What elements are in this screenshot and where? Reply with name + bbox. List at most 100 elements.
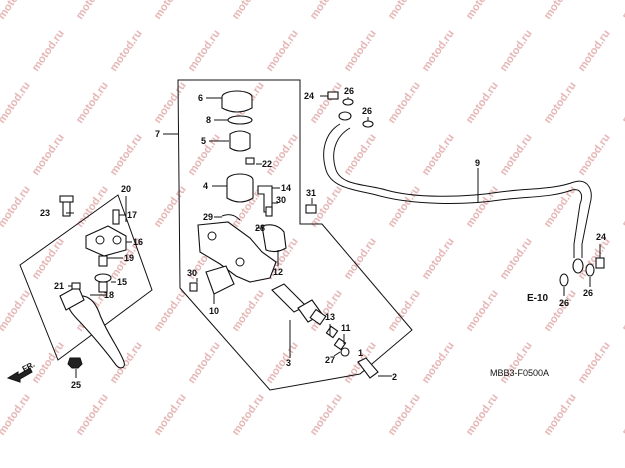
clutch-switch xyxy=(205,265,235,295)
callout-6: 6 xyxy=(198,93,203,103)
callout-26-c: 26 xyxy=(559,298,569,308)
callout-27: 27 xyxy=(325,355,335,365)
watermark-text: motod.ru xyxy=(0,392,33,438)
watermark-text: motod.ru xyxy=(108,132,145,178)
callout-22: 22 xyxy=(262,159,272,169)
watermark-text: motod.ru xyxy=(152,288,189,334)
bolt-23-head xyxy=(59,195,74,203)
watermark-text: motod.ru xyxy=(620,0,625,22)
watermark-text: motod.ru xyxy=(542,0,579,22)
hose-banjo-upper xyxy=(338,111,352,121)
watermark-text: motod.ru xyxy=(152,0,189,22)
callout-18: 18 xyxy=(104,290,114,300)
watermark-text: motod.ru xyxy=(152,184,189,230)
watermark-text: motod.ru xyxy=(386,184,423,230)
sealing-washer-26 xyxy=(559,273,569,287)
watermark-text: motod.ru xyxy=(30,340,67,386)
watermark-text: motod.ru xyxy=(342,236,379,282)
watermark-text: motod.ru xyxy=(576,132,613,178)
reservoir-holder xyxy=(257,185,273,213)
callout-20: 20 xyxy=(121,184,131,194)
callout-3: 3 xyxy=(286,358,291,368)
callout-5: 5 xyxy=(201,136,206,146)
lever-assembly-outline xyxy=(19,194,153,361)
reservoir-hose xyxy=(221,214,241,221)
screw-17 xyxy=(112,209,120,225)
reservoir-plate xyxy=(227,115,253,125)
watermark-text: motod.ru xyxy=(542,80,579,126)
lever-bracket xyxy=(85,225,127,257)
watermark-text: motod.ru xyxy=(386,392,423,438)
watermark-text: motod.ru xyxy=(74,392,111,438)
callout-4: 4 xyxy=(203,181,208,191)
watermark-text: motod.ru xyxy=(74,0,111,22)
watermark-text: motod.ru xyxy=(186,340,223,386)
screw-21 xyxy=(71,282,81,290)
bracket-hole xyxy=(95,235,105,245)
bracket-hole xyxy=(112,235,122,245)
watermark-text: motod.ru xyxy=(576,340,613,386)
watermark-text: motod.ru xyxy=(264,132,301,178)
watermark-text: motod.ru xyxy=(74,80,111,126)
watermark-text: motod.ru xyxy=(230,0,267,22)
callout-9: 9 xyxy=(475,158,480,168)
hose-joint xyxy=(357,357,379,379)
reservoir-body xyxy=(226,180,254,203)
watermark-text: motod.ru xyxy=(498,340,535,386)
diagram-code: MBB3-F0500A xyxy=(490,368,549,378)
bolt-31 xyxy=(305,204,317,214)
watermark-text: motod.ru xyxy=(464,0,501,22)
watermark-text: motod.ru xyxy=(308,0,345,22)
watermark-text: motod.ru xyxy=(576,236,613,282)
callout-1: 1 xyxy=(358,348,363,358)
watermark-text: motod.ru xyxy=(342,132,379,178)
watermark-text: motod.ru xyxy=(308,80,345,126)
watermark-text: motod.ru xyxy=(30,132,67,178)
sealing-washer-26 xyxy=(342,98,354,106)
watermark-text: motod.ru xyxy=(308,392,345,438)
watermark-text: motod.ru xyxy=(620,288,625,334)
callout-26-d: 26 xyxy=(583,288,593,298)
banjo-bolt-24-lower xyxy=(595,257,605,269)
watermark-text: motod.ru xyxy=(152,392,189,438)
sealing-washer-26 xyxy=(362,120,374,128)
pivot-collar xyxy=(98,281,108,293)
watermark-text: motod.ru xyxy=(386,80,423,126)
nut-25 xyxy=(67,357,83,369)
screw-30-upper xyxy=(265,206,273,217)
watermark-text: motod.ru xyxy=(464,392,501,438)
callout-19: 19 xyxy=(124,253,134,263)
joint-bolt-27 xyxy=(340,347,350,357)
master-cylinder-body xyxy=(197,221,277,283)
callout-29: 29 xyxy=(203,212,213,222)
watermark-text: motod.ru xyxy=(30,236,67,282)
watermark-text: motod.ru xyxy=(420,340,457,386)
callout-31: 31 xyxy=(306,188,316,198)
callout-30-lower: 30 xyxy=(187,268,197,278)
callout-26-b: 26 xyxy=(362,106,372,116)
master-cylinder-outline xyxy=(177,79,413,391)
callout-12: 12 xyxy=(273,267,283,277)
clutch-lever xyxy=(67,295,125,369)
watermark-text: motod.ru xyxy=(498,28,535,74)
watermark-text: motod.ru xyxy=(620,184,625,230)
clip-22 xyxy=(245,157,255,165)
callout-10: 10 xyxy=(209,306,219,316)
watermark-text: motod.ru xyxy=(264,28,301,74)
piston-kit xyxy=(271,283,347,351)
callout-23: 23 xyxy=(40,208,50,218)
watermark-text: motod.ru xyxy=(464,184,501,230)
pivot-washer xyxy=(94,273,112,283)
watermark-text: motod.ru xyxy=(30,28,67,74)
callout-28: 28 xyxy=(255,223,265,233)
watermark-text: motod.ru xyxy=(498,132,535,178)
watermark-text: motod.ru xyxy=(576,28,613,74)
watermark-text: motod.ru xyxy=(230,288,267,334)
banjo-bolt-24-upper xyxy=(327,91,339,100)
callout-14: 14 xyxy=(281,183,291,193)
watermark-text: motod.ru xyxy=(108,28,145,74)
watermark-text: motod.ru xyxy=(620,392,625,438)
callout-8: 8 xyxy=(206,115,211,125)
diaphragm xyxy=(229,130,251,152)
